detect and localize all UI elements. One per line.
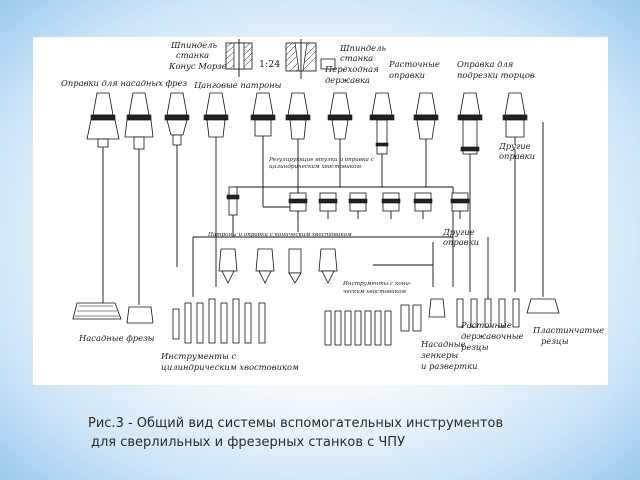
taper-tools-drawing xyxy=(324,310,392,346)
boring-cutters-drawing xyxy=(456,298,520,328)
connector-lines xyxy=(102,122,544,305)
label-insert-2: резцы xyxy=(541,336,569,346)
label-morse-chucks: Патроны и оправки с коническим хвостовик… xyxy=(207,232,352,238)
diagram-drawing: Шпиндель станка Конус Морзе 1:24 Шпиндел… xyxy=(61,39,604,372)
label-spindle-right-1: Шпиндель xyxy=(339,43,386,53)
reamers-drawing xyxy=(400,298,446,332)
label-taper-tools-1: Инструменты с кони- xyxy=(342,281,411,287)
label-sleeves-2: цилиндрическим хвостовиком xyxy=(269,164,362,170)
label-insert-1: Пластинчатые xyxy=(532,325,604,335)
label-morse-taper: Конус Морзе xyxy=(168,61,227,71)
tool-system-diagram: Шпиндель станка Конус Морзе 1:24 Шпиндел… xyxy=(33,37,608,385)
label-reamers-3: и развертки xyxy=(421,361,478,371)
label-spindle-right-2: станка xyxy=(340,53,373,63)
label-other-top-1: Другие xyxy=(498,141,531,151)
arbor-row-top xyxy=(86,92,528,155)
label-reamers-1: Насадные xyxy=(420,339,466,349)
bushing-row-middle xyxy=(226,186,470,219)
cyl-tools-drawing xyxy=(172,298,266,344)
chuck-row-lower xyxy=(218,248,338,284)
label-sleeves-1: Регулирующие втулки и оправки с xyxy=(268,157,375,163)
label-other-mid-1: Другие xyxy=(442,227,475,237)
insert-cutters-drawing xyxy=(526,298,560,314)
label-adapter-1: Переходная xyxy=(324,64,379,74)
label-shell-mills: Насадные фрезы xyxy=(78,333,155,343)
caption-line-1: Рис.3 - Общий вид системы вспомогательны… xyxy=(88,416,504,431)
label-adapter-2: державка xyxy=(325,75,370,85)
label-boring-cut-3: резцы xyxy=(461,342,489,352)
label-facing-2: подрезки торцов xyxy=(457,70,535,80)
figure-caption: Рис.3 - Общий вид системы вспомогательны… xyxy=(88,414,608,452)
label-spindle-left-1: Шпиндель xyxy=(170,40,217,50)
caption-line-2: для сверлильных и фрезерных станков с ЧП… xyxy=(91,435,405,450)
label-shell-mill-arbors: Оправки для насадных фрез xyxy=(61,78,187,88)
spindle-morse-drawing xyxy=(225,39,253,77)
label-taper-ratio: 1:24 xyxy=(259,59,280,70)
label-reamers-2: зенкеры xyxy=(421,350,458,360)
label-taper-tools-2: ческим хвостовиком xyxy=(343,289,406,295)
label-boring-cut-2: державочные xyxy=(461,331,524,341)
shell-mills-drawing xyxy=(72,302,154,324)
label-spindle-left-2: станка xyxy=(176,50,209,60)
label-facing-1: Оправка для xyxy=(457,59,513,69)
label-collet-chucks: Цанговые патроны xyxy=(194,80,282,90)
label-cyl-tools-2: цилиндрическим хвостовиком xyxy=(161,362,299,372)
label-boring-1: Расточные xyxy=(388,59,440,69)
label-other-mid-2: оправки xyxy=(443,237,479,247)
label-cyl-tools-1: Инструменты с xyxy=(160,351,237,361)
label-boring-cut-1: Расточные xyxy=(460,320,512,330)
label-other-top-2: оправки xyxy=(499,151,535,161)
spindle-taper-drawing xyxy=(285,39,336,79)
label-boring-2: оправки xyxy=(389,70,425,80)
